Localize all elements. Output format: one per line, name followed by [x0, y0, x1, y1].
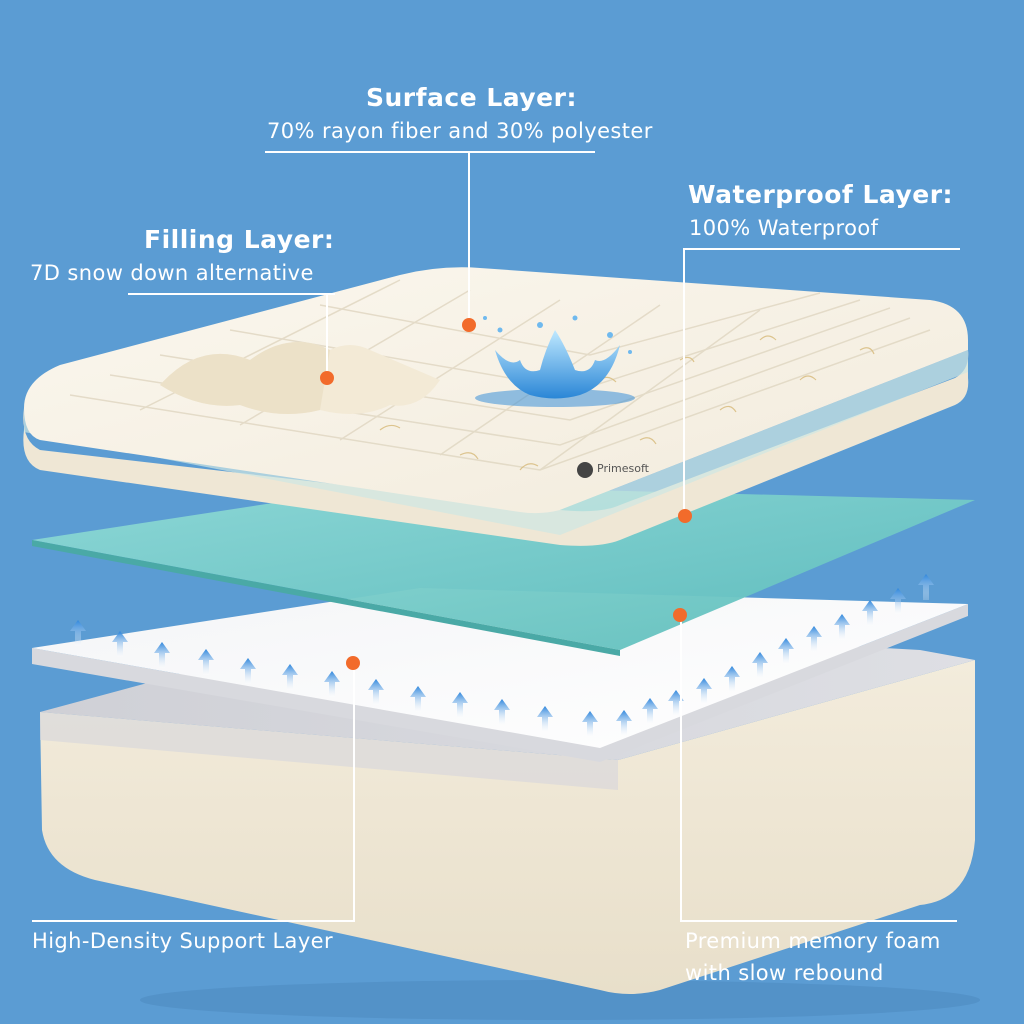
waterproof-sheet	[32, 485, 975, 656]
support-leader	[353, 663, 355, 921]
memory-leader	[680, 615, 682, 920]
memory-marker-dot	[673, 608, 687, 622]
surface-marker-dot	[462, 318, 476, 332]
support-desc: High-Density Support Layer	[32, 929, 333, 953]
waterproof-leader	[683, 248, 685, 516]
surface-underline	[265, 151, 595, 153]
support-marker-dot	[346, 656, 360, 670]
surface-leader	[468, 151, 470, 323]
support-underline	[32, 920, 355, 922]
filling-underline	[128, 293, 335, 295]
filling-desc: 7D snow down alternative	[30, 261, 314, 285]
waterproof-title: Waterproof Layer:	[688, 180, 954, 209]
waterproof-desc: 100% Waterproof	[689, 216, 879, 240]
memory-foam-layer	[32, 588, 968, 762]
waterproof-marker-dot	[678, 509, 692, 523]
brand-logo-icon	[577, 462, 593, 478]
surface-title: Surface Layer:	[366, 83, 577, 112]
filling-leader	[326, 293, 328, 378]
filling-title: Filling Layer:	[144, 225, 335, 254]
waterproof-underline	[683, 248, 960, 250]
brand-logo-text: Primesoft	[597, 462, 649, 475]
memory-underline	[680, 920, 957, 922]
water-splash-icon	[475, 315, 635, 407]
surface-desc: 70% rayon fiber and 30% polyester	[267, 119, 653, 143]
filling-marker-dot	[320, 371, 334, 385]
memory-desc-line2: with slow rebound	[685, 961, 884, 985]
memory-desc-line1: Premium memory foam	[685, 929, 941, 953]
topper-layer	[23, 267, 969, 546]
